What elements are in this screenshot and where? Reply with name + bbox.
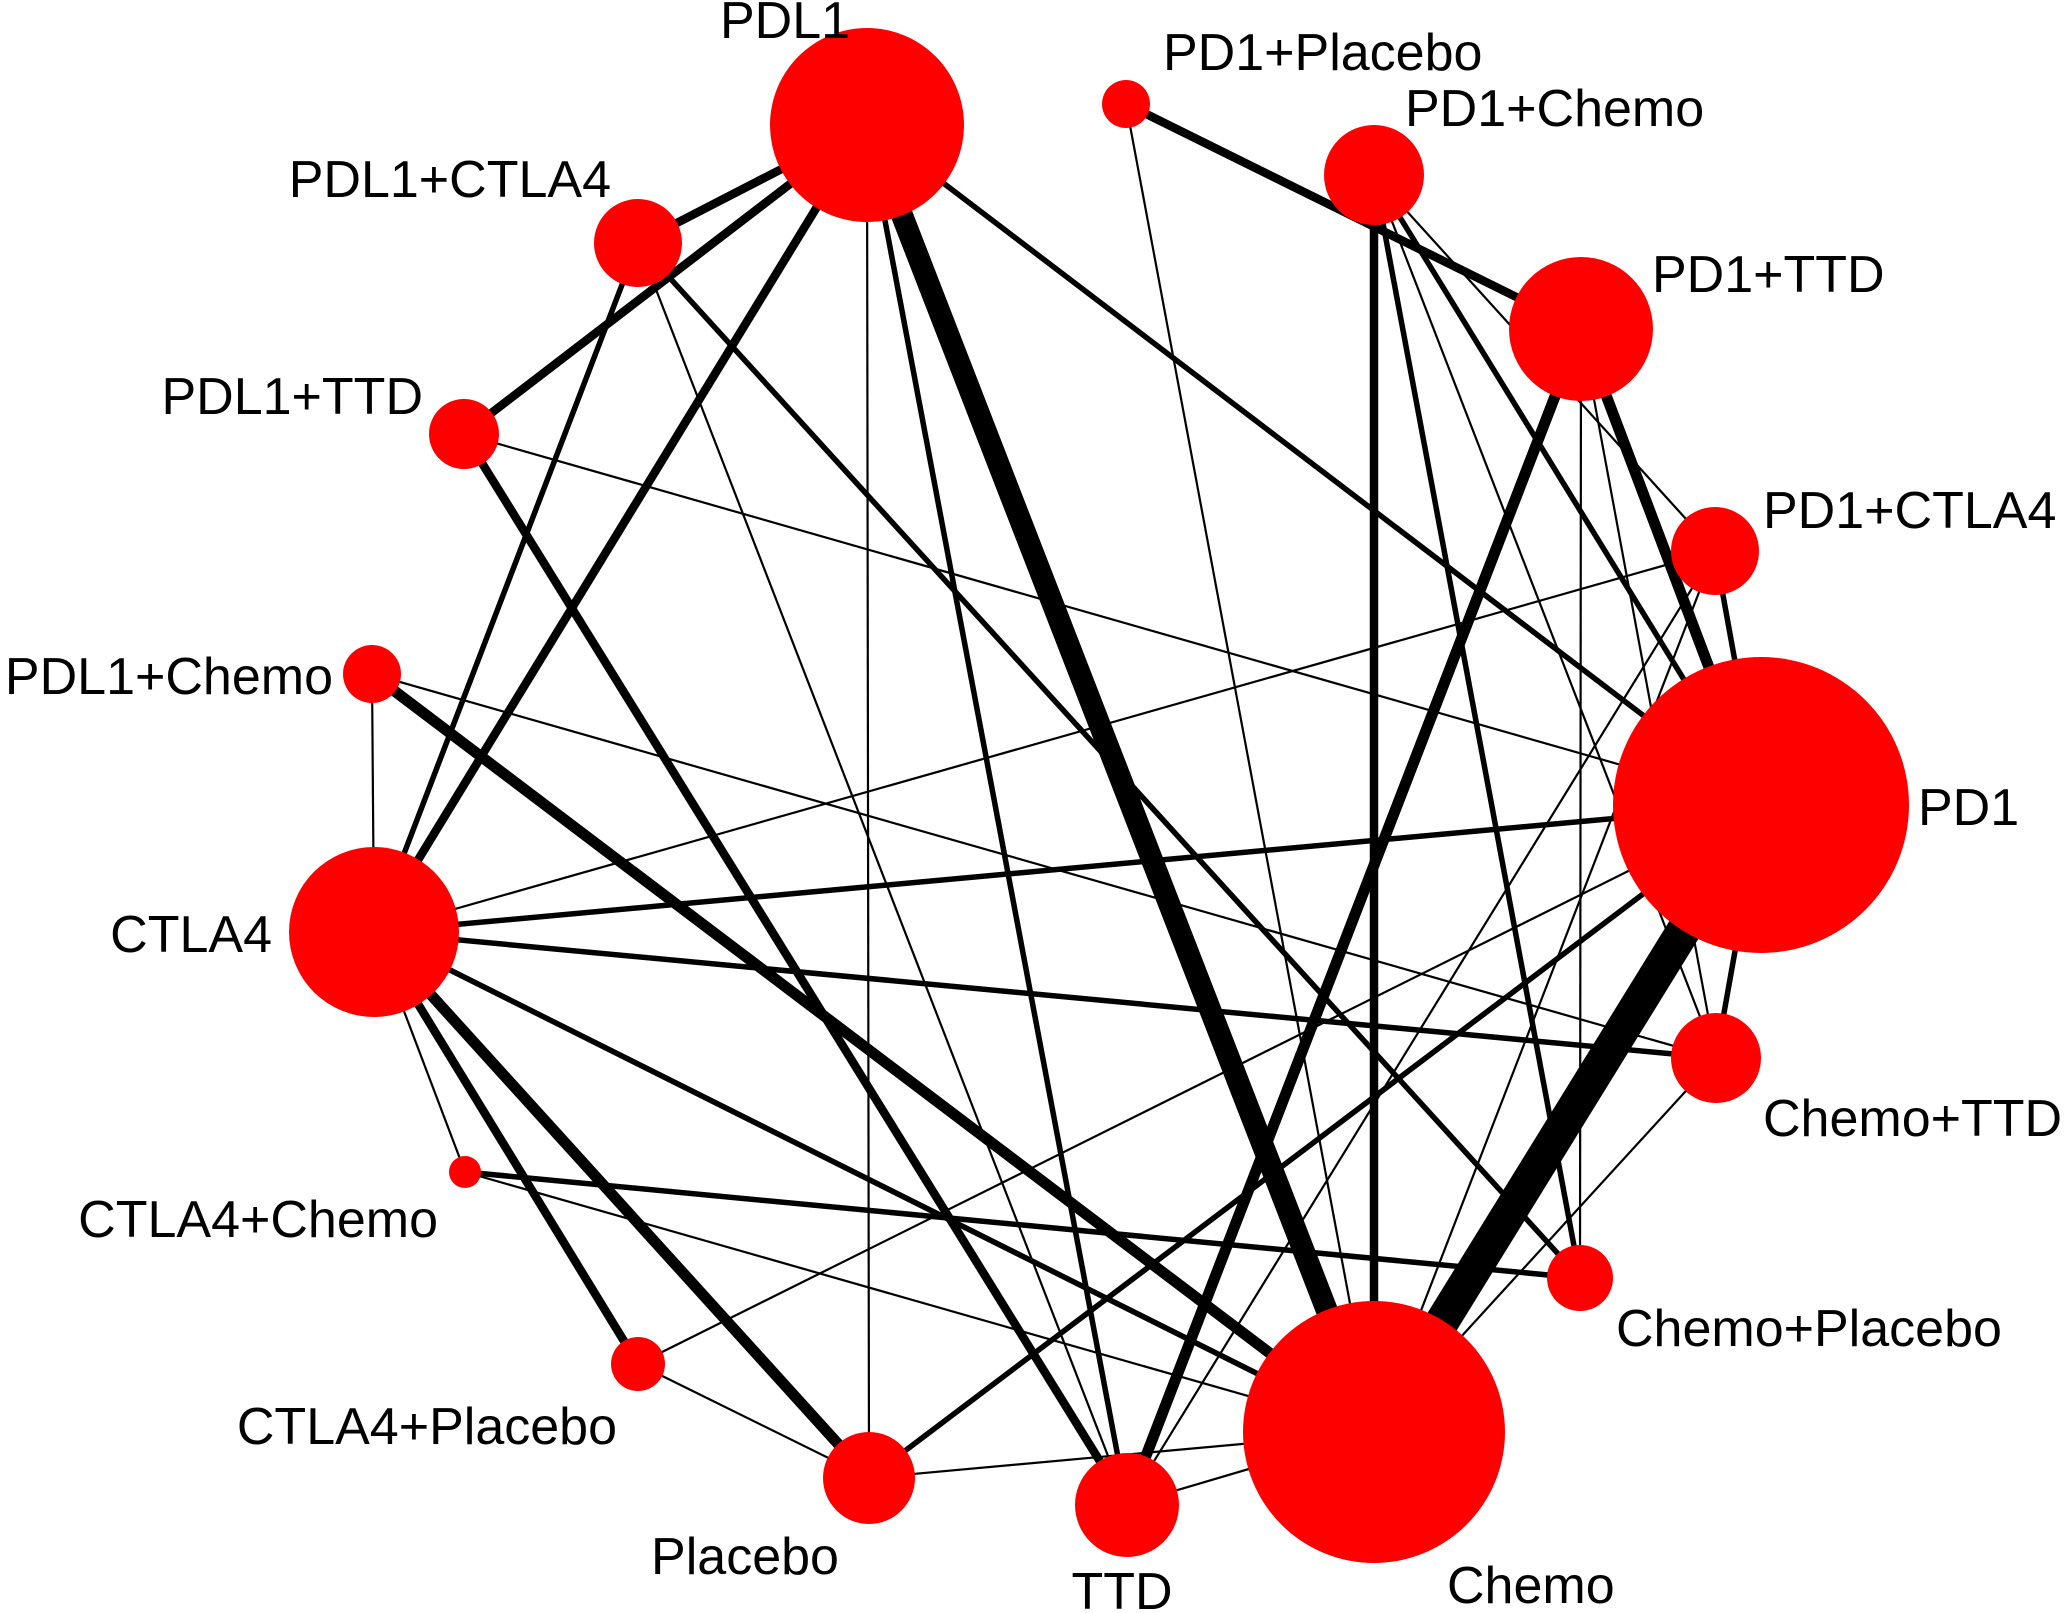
- node-label-pdl1-plus-chemo: PDL1+Chemo: [5, 648, 333, 706]
- edge-pd1-to-placebo: [867, 802, 1763, 1481]
- edge-pdl1-plus-chemo-to-chemo-plus-ttd: [371, 672, 1717, 1060]
- node-label-ttd: TTD: [1071, 1563, 1172, 1613]
- edge-ctla4-plus-chemo-to-chemo: [464, 1170, 1375, 1434]
- node-chemo: [1243, 1301, 1505, 1563]
- node-pdl1-plus-chemo: [343, 645, 401, 703]
- node-label-pd1-plus-chemo: PD1+Chemo: [1405, 80, 1704, 138]
- node-chemo-plus-placebo: [1547, 1245, 1613, 1311]
- node-pd1-plus-ctla4: [1671, 507, 1759, 595]
- node-label-chemo-plus-placebo: Chemo+Placebo: [1616, 1300, 2002, 1358]
- node-chemo-plus-ttd: [1671, 1013, 1761, 1103]
- edge-pd1-plus-chemo-to-chemo-plus-placebo: [1371, 174, 1583, 1279]
- node-label-pdl1-plus-ttd: PDL1+TTD: [161, 368, 423, 426]
- edge-pd1-plus-placebo-to-chemo: [1124, 103, 1376, 1433]
- node-pdl1: [770, 28, 964, 222]
- edge-pd1-plus-ctla4-to-chemo: [1372, 550, 1717, 1433]
- node-label-pd1-plus-ttd: PD1+TTD: [1652, 246, 1885, 304]
- node-label-chemo-plus-ttd: Chemo+TTD: [1763, 1090, 2062, 1148]
- node-pdl1-plus-ctla4: [594, 199, 682, 287]
- edge-pd1-plus-ttd-to-chemo-plus-placebo: [1578, 328, 1583, 1279]
- edge-pd1-plus-ctla4-to-ctla4: [373, 549, 1716, 934]
- node-ctla4-plus-chemo: [449, 1156, 481, 1188]
- edge-pd1-plus-ttd-to-ttd: [1121, 327, 1587, 1507]
- edge-pdl1-to-placebo: [865, 124, 871, 1479]
- node-label-pd1-plus-ctla4: PD1+CTLA4: [1763, 482, 2056, 540]
- edge-ctla4-plus-chemo-to-chemo-plus-placebo: [464, 1169, 1581, 1281]
- node-pdl1-plus-ttd: [429, 399, 499, 469]
- node-pd1-plus-placebo: [1102, 80, 1150, 128]
- node-label-ctla4: CTLA4: [110, 906, 272, 964]
- node-label-ctla4-plus-placebo: CTLA4+Placebo: [237, 1398, 617, 1456]
- edge-ctla4-to-chemo-plus-ttd: [373, 929, 1717, 1061]
- edge-pdl1-to-ttd: [864, 124, 1130, 1506]
- node-ttd: [1075, 1453, 1179, 1557]
- node-label-chemo: Chemo: [1447, 1557, 1615, 1613]
- node-pd1-plus-chemo: [1324, 125, 1424, 225]
- edge-pd1-to-ctla4-plus-placebo: [637, 804, 1762, 1365]
- edge-pdl1-to-pd1: [865, 122, 1763, 808]
- edge-pdl1-plus-ttd-to-pd1: [463, 432, 1762, 807]
- node-layer: [289, 28, 1909, 1563]
- node-label-pd1: PD1: [1918, 779, 2019, 837]
- edge-ctla4-to-chemo: [372, 929, 1376, 1435]
- node-label-pdl1-plus-ctla4: PDL1+CTLA4: [289, 151, 611, 209]
- node-label-pd1-plus-placebo: PD1+Placebo: [1163, 24, 1482, 82]
- node-pd1: [1613, 657, 1909, 953]
- edge-pdl1-plus-ctla4-to-ttd: [636, 242, 1129, 1506]
- edge-pdl1-plus-ctla4-to-ctla4: [371, 242, 641, 933]
- node-label-ctla4-plus-chemo: CTLA4+Chemo: [78, 1191, 438, 1249]
- edge-ctla4-to-placebo: [369, 928, 874, 1482]
- edge-pdl1-plus-ctla4-to-chemo-plus-placebo: [635, 241, 1583, 1280]
- edge-pd1-to-ctla4: [373, 802, 1762, 935]
- node-ctla4: [289, 847, 459, 1017]
- node-pd1-plus-ttd: [1509, 257, 1653, 401]
- node-ctla4-plus-placebo: [611, 1337, 665, 1391]
- node-placebo: [823, 1432, 915, 1524]
- node-label-pdl1: PDL1: [720, 0, 850, 50]
- edge-pdl1-to-chemo: [856, 121, 1385, 1436]
- edge-pdl1-to-ctla4: [370, 122, 871, 935]
- node-label-placebo: Placebo: [651, 1528, 839, 1586]
